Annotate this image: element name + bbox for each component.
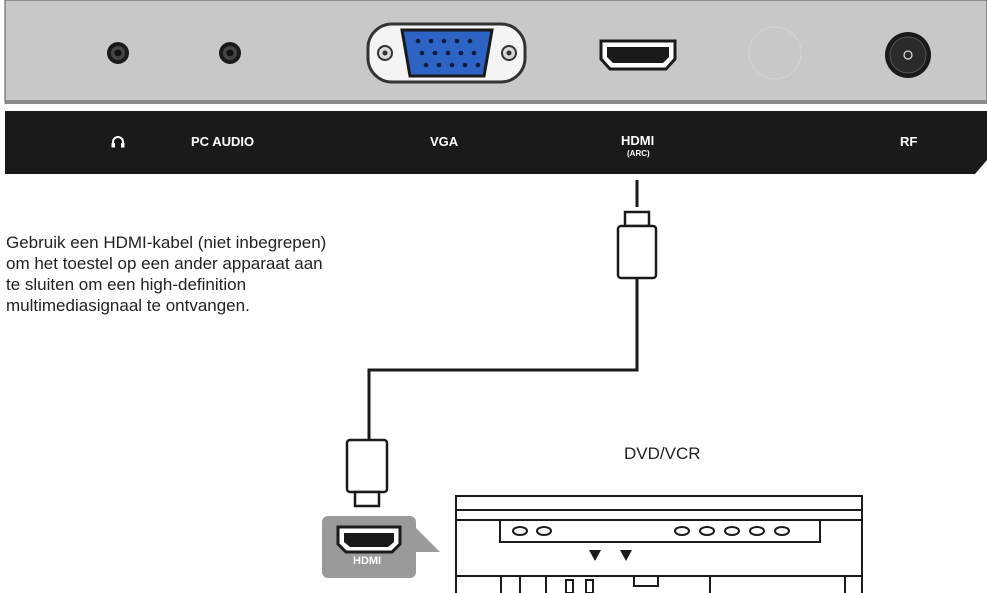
panel-blank-mark bbox=[748, 26, 802, 80]
hdmi-badge-label: HDMI bbox=[353, 555, 382, 567]
vga-connector bbox=[366, 22, 527, 84]
hdmi-cable bbox=[367, 278, 639, 440]
pc-audio-jack bbox=[219, 42, 241, 64]
device-arrows bbox=[589, 550, 632, 561]
instruction-text: Gebruik een HDMI-kabel (niet inbegrepen)… bbox=[6, 232, 486, 316]
headphone-jack bbox=[107, 42, 129, 64]
port-label-bar bbox=[5, 111, 987, 174]
hdmi-arc-sublabel: (ARC) bbox=[627, 149, 650, 158]
cable-plug-bottom bbox=[345, 438, 389, 508]
instruction-line: om het toestel op een ander apparaat aan bbox=[6, 254, 323, 273]
pc-audio-port-label: PC AUDIO bbox=[191, 134, 255, 149]
instruction-line: Gebruik een HDMI-kabel (niet inbegrepen) bbox=[6, 233, 327, 252]
vga-port-label: VGA bbox=[430, 134, 459, 149]
instruction-line: te sluiten om een high-definition bbox=[6, 275, 247, 294]
hdmi-port-tv bbox=[599, 39, 677, 71]
rf-port-label: RF bbox=[900, 134, 918, 149]
hdmi-badge bbox=[322, 516, 440, 578]
headphone-port-label bbox=[111, 135, 125, 151]
headphone-icon bbox=[111, 136, 125, 148]
hdmi-port-label: HDMI bbox=[621, 133, 655, 148]
tv-panel-edge bbox=[5, 100, 987, 104]
rf-connector bbox=[885, 32, 931, 78]
device-buttons bbox=[512, 526, 790, 536]
instruction-line: multimediasignaal te ontvangen. bbox=[6, 296, 250, 315]
dvd-vcr-device bbox=[455, 495, 863, 593]
cable-plug-top bbox=[616, 210, 658, 280]
device-title: DVD/VCR bbox=[624, 444, 701, 463]
